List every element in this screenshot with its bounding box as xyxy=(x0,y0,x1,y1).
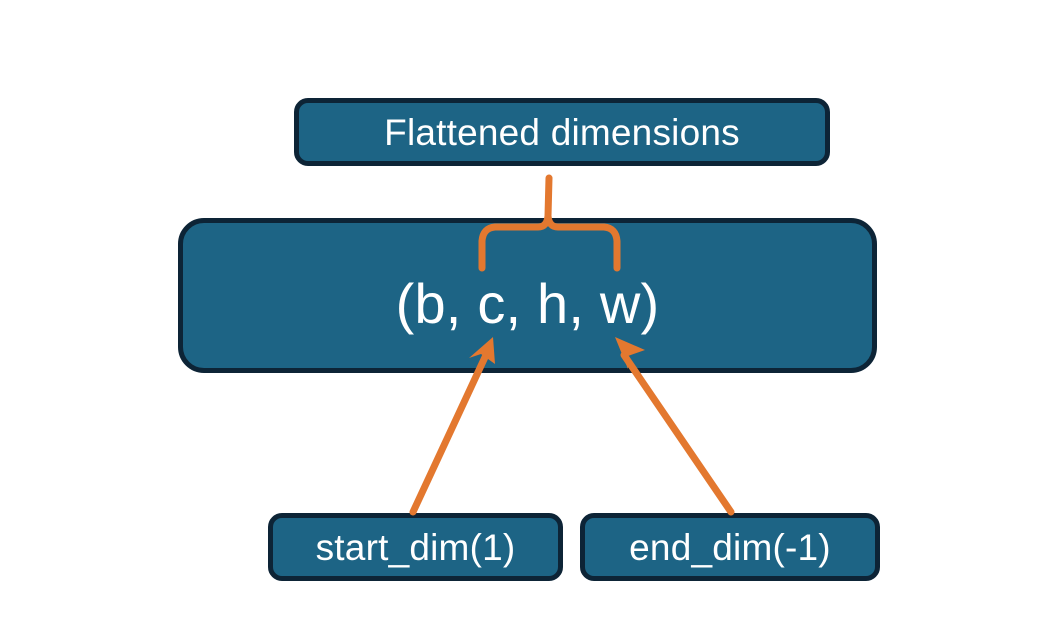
end-dim-arrow-line xyxy=(620,351,735,516)
end-dim-label: end_dim(-1) xyxy=(629,526,831,568)
brace-stem-line xyxy=(544,174,553,220)
flattened-dimensions-box: Flattened dimensions xyxy=(294,98,830,166)
end-dim-box: end_dim(-1) xyxy=(580,513,880,581)
flattened-dimensions-label: Flattened dimensions xyxy=(384,111,740,153)
start-dim-label: start_dim(1) xyxy=(315,526,516,568)
tensor-shape-box: (b, c, h, w) xyxy=(178,218,877,373)
start-dim-arrow-line xyxy=(409,351,490,516)
tensor-shape-label: (b, c, h, w) xyxy=(395,271,660,335)
start-dim-box: start_dim(1) xyxy=(268,513,563,581)
